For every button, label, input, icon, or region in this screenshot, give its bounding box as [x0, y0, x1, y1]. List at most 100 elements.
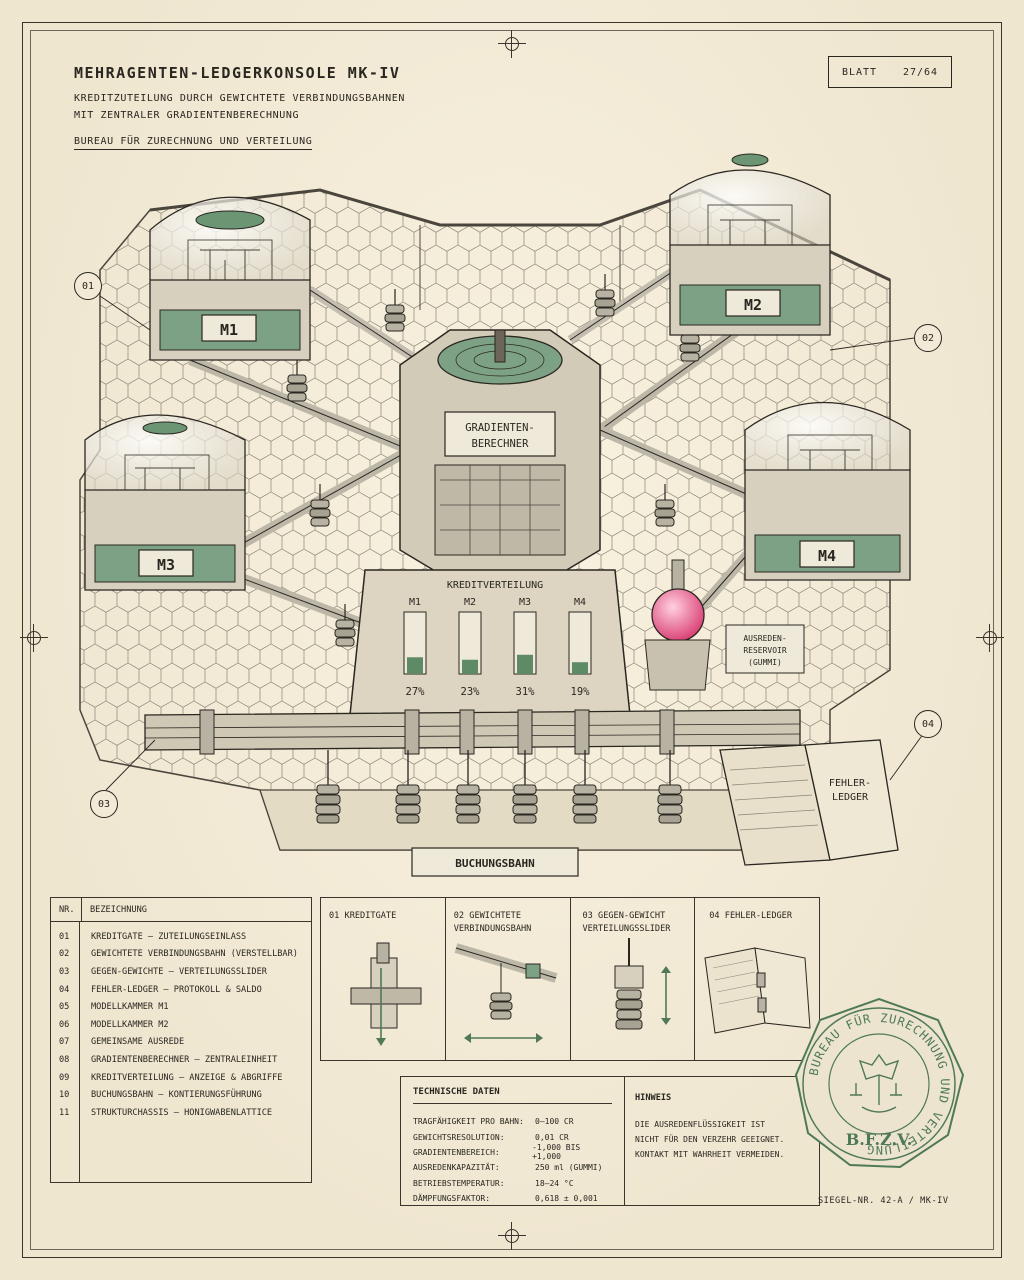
tech-row: GRADIENTENBEREICH: -1,000 BIS +1,000	[413, 1143, 612, 1162]
col-name-header: BEZEICHNUNG	[81, 898, 311, 921]
hinweis-line: DIE AUSREDENFLÜSSIGKEIT IST	[635, 1120, 766, 1129]
tech-value: 0–100 CR	[535, 1117, 574, 1127]
part-number: 07	[59, 1037, 70, 1048]
subtitle-line: MIT ZENTRALER GRADIENTENBERECHNUNG	[74, 110, 300, 121]
gauge-fill	[572, 662, 588, 674]
credit-gauge-m1: M1 27%	[403, 597, 427, 698]
tech-key: GRADIENTENBEREICH:	[413, 1147, 500, 1157]
module-chamber-m3: M3	[84, 414, 246, 591]
outer-frame	[22, 22, 1002, 1258]
booking-track: BUCHUNGSBAHN	[144, 709, 801, 877]
part-number: 09	[59, 1072, 70, 1083]
tech-row: GEWICHTSRESOLUTION:0,01 CR	[413, 1129, 612, 1144]
registration-mark-right	[976, 624, 1004, 652]
registration-mark-top	[498, 30, 526, 58]
machine-illustration: M1 M2 M3 M4 GRADIENTEN-	[79, 153, 927, 877]
part-name: MODELLKAMMER M2	[91, 1019, 169, 1030]
registration-mark-bottom	[498, 1222, 526, 1250]
callout-03: 03	[90, 790, 118, 818]
reservoir-label-line3: (GUMMI)	[748, 658, 782, 667]
page-subtitle: KREDITZUTEILUNG DURCH GEWICHTETE VERBIND…	[74, 90, 405, 124]
tech-key: TRAGFÄHIGKEIT PRO BAHN:	[413, 1117, 524, 1127]
seal-initials: B.F.Z.V.	[846, 1130, 913, 1149]
part-number: 05	[59, 1002, 70, 1013]
bureau-name: BUREAU FÜR ZURECHNUNG UND VERTEILUNG	[74, 136, 313, 150]
technical-data-title: TECHNISCHE DATEN	[413, 1087, 612, 1104]
table-row: 04 FEHLER-LEDGER – PROTOKOLL & SALDO	[51, 981, 311, 999]
table-row: 10 BUCHUNGSBAHN – KONTIERUNGSFÜHRUNG	[51, 1086, 311, 1104]
excuse-reservoir: AUSREDEN- RESERVOIR (GUMMI)	[644, 559, 805, 691]
detail-title: 03 GEGEN-GEWICHT	[582, 911, 666, 921]
gauge-fill	[462, 659, 478, 674]
part-number: 03	[59, 966, 70, 977]
tech-row: DÄMPFUNGSFAKTOR:0,618 ± 0,001	[413, 1191, 612, 1206]
tech-key: GEWICHTSRESOLUTION:	[413, 1132, 505, 1142]
gauge-value: 31%	[516, 686, 536, 698]
detail-kreditgate: 01 KREDITGATE	[321, 898, 446, 1060]
tech-value: 250 ml (GUMMI)	[535, 1163, 603, 1173]
sheet-number: 27/64	[902, 66, 939, 78]
part-name: GEWICHTETE VERBINDUNGSBAHN (VERSTELLBAR)	[91, 949, 298, 960]
registration-mark-left	[20, 624, 48, 652]
part-name: GEGEN-GEWICHTE – VERTEILUNGSSLIDER	[91, 966, 267, 977]
kreditgate-illustration	[350, 942, 422, 1046]
table-row: 07 GEMEINSAME AUSREDE	[51, 1034, 311, 1052]
gauge-value: 27%	[406, 686, 426, 698]
part-number: 02	[59, 949, 70, 960]
technical-data-box: TECHNISCHE DATEN TRAGFÄHIGKEIT PRO BAHN:…	[400, 1076, 820, 1206]
part-number: 04	[59, 984, 70, 995]
eagle-icon	[850, 1053, 902, 1113]
part-name: FEHLER-LEDGER – PROTOKOLL & SALDO	[91, 984, 262, 995]
callout-leaders	[99, 295, 927, 791]
ledger-label-line2: LEDGER	[832, 792, 869, 803]
gauge-label: M1	[409, 597, 421, 608]
fehler-ledger-illustration	[704, 947, 811, 1034]
tech-key: DÄMPFUNGSFAKTOR:	[413, 1194, 491, 1204]
technical-data-rows: TRAGFÄHIGKEIT PRO BAHN: 0–100 CR GEWICHTSR…	[413, 1114, 612, 1206]
module-label-m1: M1	[220, 321, 238, 339]
subtitle-line: KREDITZUTEILUNG DURCH GEWICHTETE VERBIND…	[74, 93, 406, 104]
gradient-calculator: GRADIENTEN- BERECHNER	[399, 329, 601, 581]
detail-subtitle: VERBINDUNGSBAHN	[453, 924, 532, 934]
col-nr-header: NR.	[59, 904, 75, 915]
part-name: STRUKTURCHASSIS – HONIGWABENLATTICE	[91, 1107, 273, 1118]
hinweis-line: KONTAKT MIT WAHRHEIT VERMEIDEN.	[635, 1150, 785, 1159]
callout-04: 04	[914, 710, 942, 738]
part-name: GRADIENTENBERECHNER – ZENTRALEINHEIT	[91, 1054, 278, 1065]
hinweis-text: DIE AUSREDENFLÜSSIGKEIT IST NICHT FÜR DE…	[635, 1117, 809, 1162]
table-row: 09 KREDITVERTEILUNG – ANZEIGE & ABGRIFFE	[51, 1069, 311, 1087]
tech-value: 18–24 °C	[535, 1178, 574, 1188]
part-name: GEMEINSAME AUSREDE	[91, 1037, 185, 1048]
sheet-label: BLATT	[841, 66, 878, 78]
seal-number: SIEGEL-NR. 42-A / MK-IV	[818, 1196, 949, 1206]
part-name: KREDITVERTEILUNG – ANZEIGE & ABGRIFFE	[91, 1072, 283, 1083]
tech-value: -1,000 BIS +1,000	[532, 1143, 581, 1162]
gauge-fill	[407, 657, 423, 674]
bureau-seal: BUREAU FÜR ZURECHNUNG UND VERTEILUNG B.F…	[794, 997, 965, 1169]
credit-panel-title: KREDITVERTEILUNG	[447, 580, 543, 591]
reservoir-label-line1: AUSREDEN-	[743, 634, 786, 643]
table-row: 03 GEGEN-GEWICHTE – VERTEILUNGSSLIDER	[51, 963, 311, 981]
booking-track-label: BUCHUNGSBAHN	[455, 857, 534, 870]
parts-table-header: NR. BEZEICHNUNG	[51, 898, 311, 922]
part-name: BUCHUNGSBAHN – KONTIERUNGSFÜHRUNG	[91, 1090, 262, 1101]
tech-row: BETRIEBSTEMPERATUR:18–24 °C	[413, 1176, 612, 1191]
page-title: MEHRAGENTEN-LEDGERKONSOLE MK-IV	[74, 64, 401, 82]
error-ledger-book: FEHLER- LEDGER	[719, 739, 899, 866]
gauge-label: M2	[464, 597, 476, 608]
calculator-label-line1: GRADIENTEN-	[465, 422, 535, 434]
callout-01: 01	[74, 272, 102, 300]
part-number: 11	[59, 1107, 70, 1118]
part-number: 10	[59, 1090, 70, 1101]
part-name: KREDITGATE – ZUTEILUNGSEINLASS	[91, 931, 247, 942]
calculator-label-line2: BERECHNER	[472, 438, 530, 450]
